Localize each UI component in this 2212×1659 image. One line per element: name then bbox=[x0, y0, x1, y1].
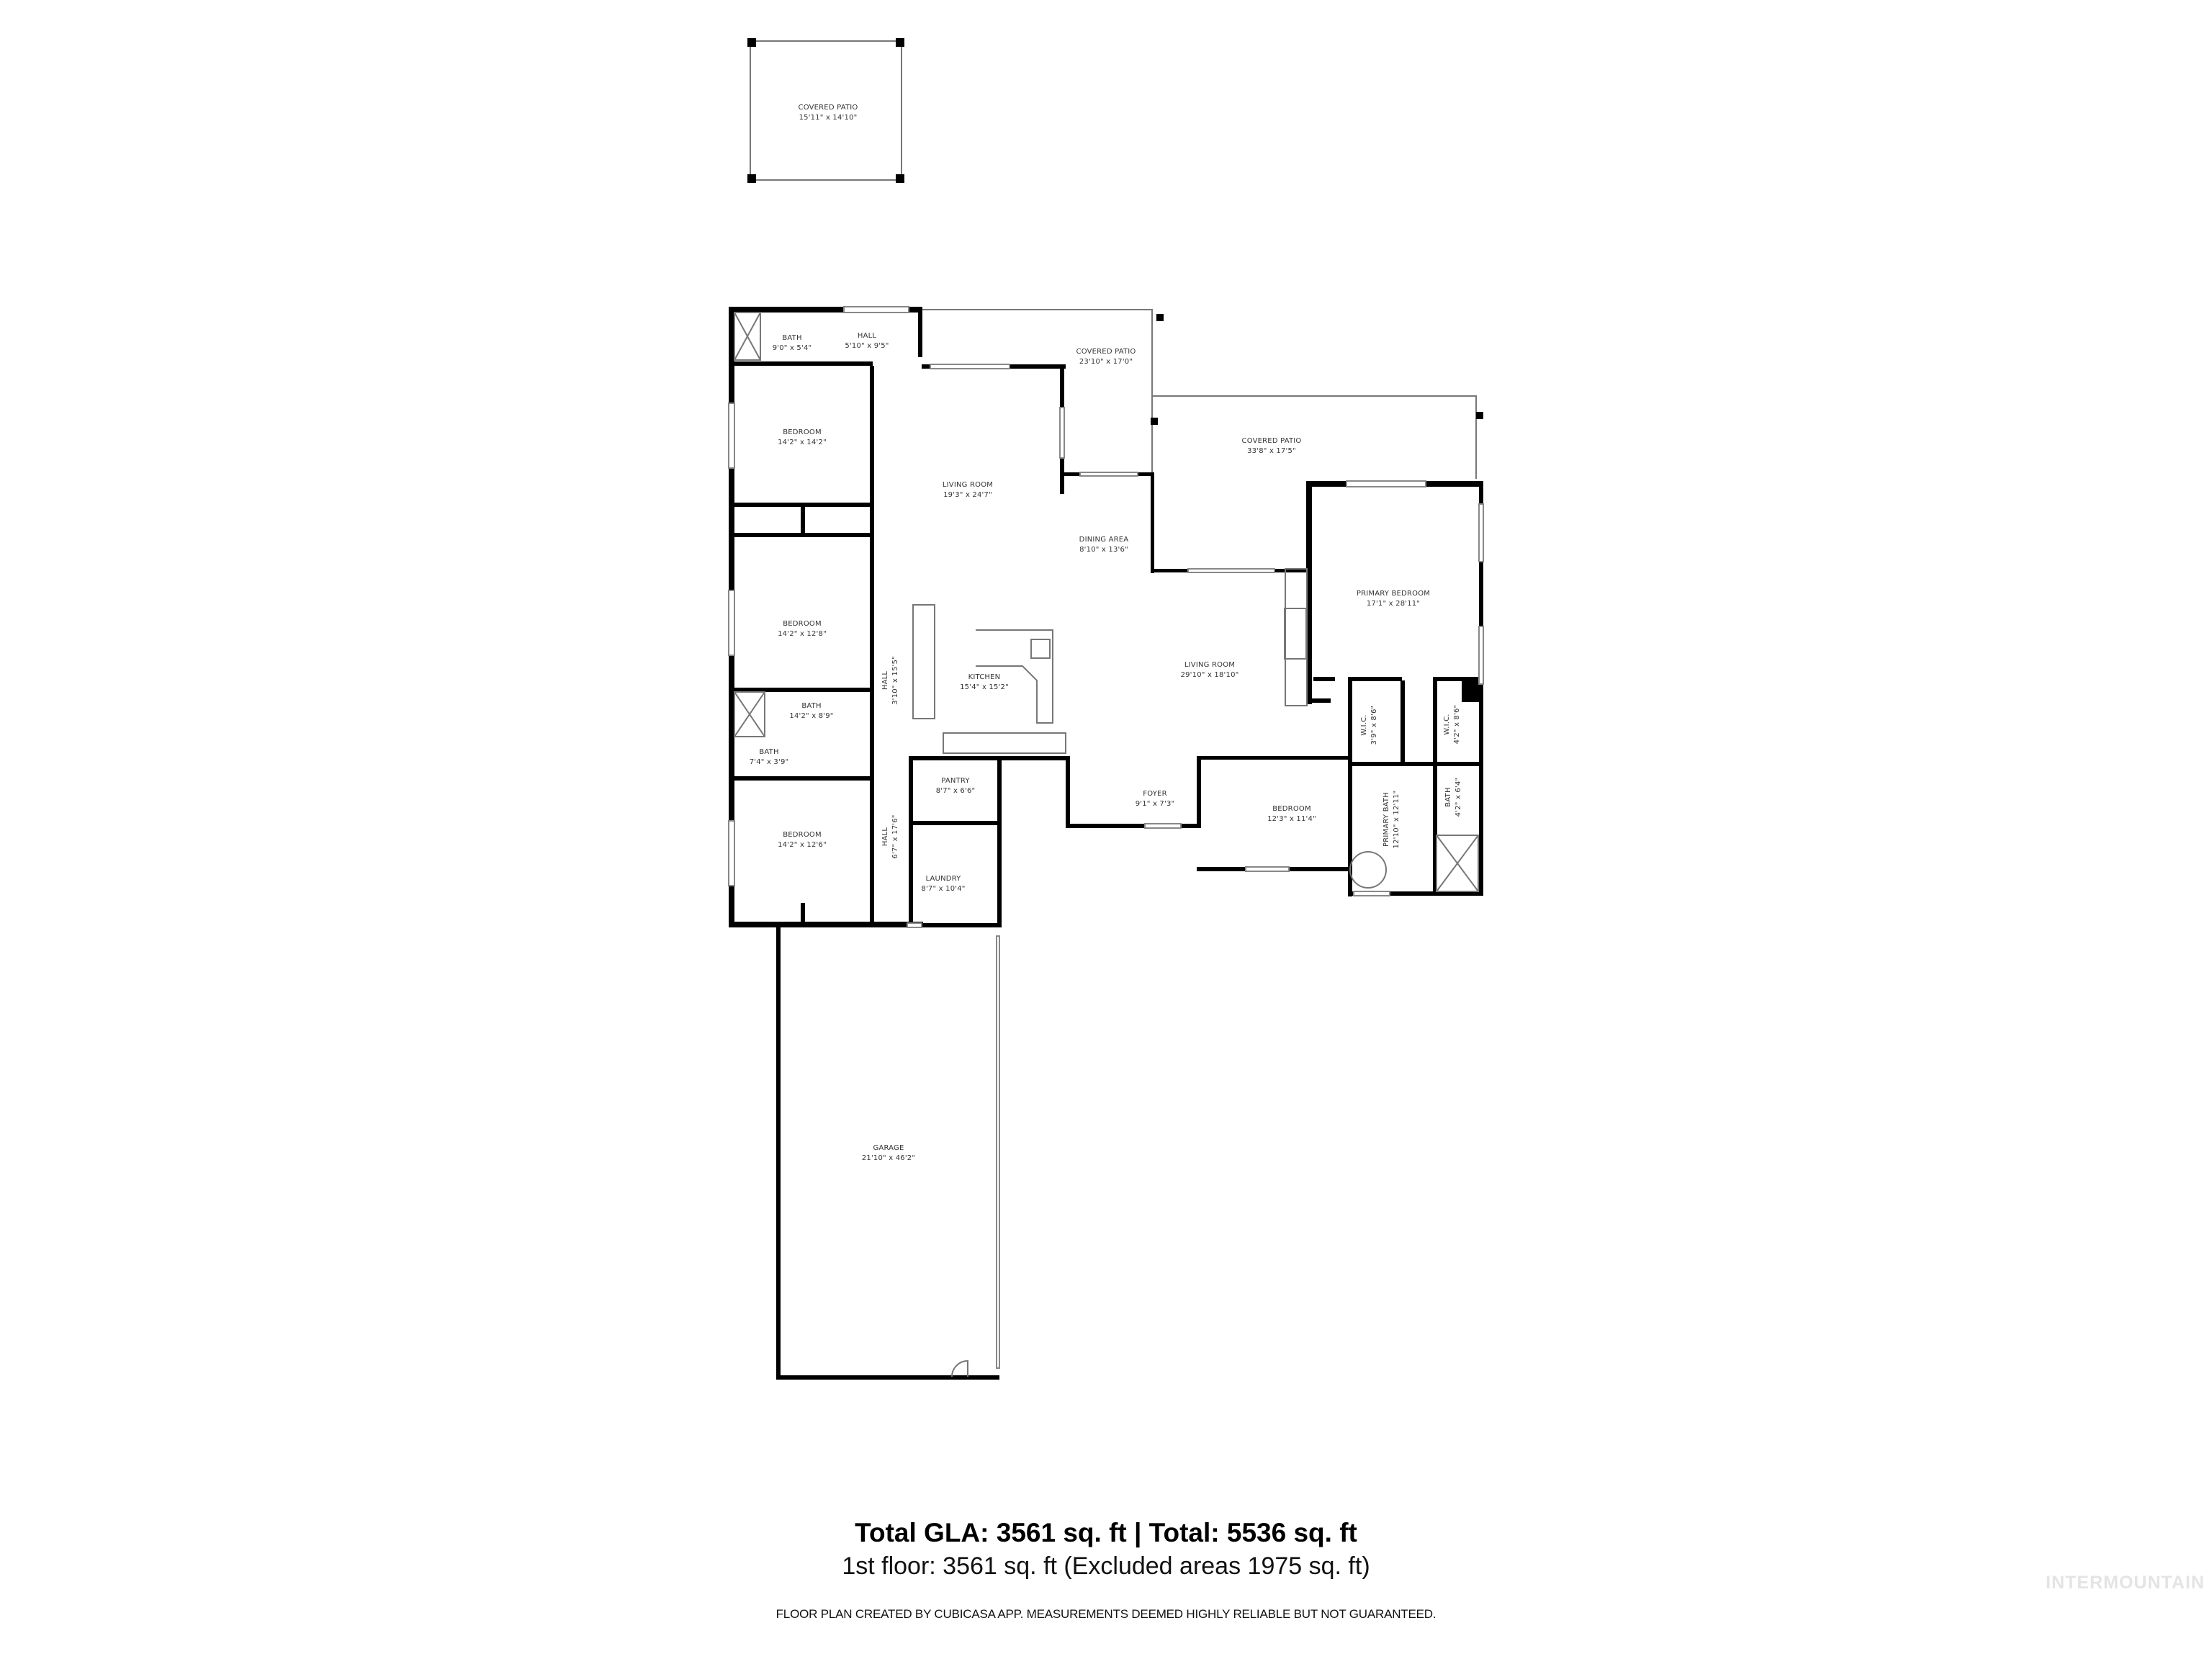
room-name: DINING AREA bbox=[1079, 536, 1129, 544]
room-name: GARAGE bbox=[873, 1144, 904, 1152]
room-size: 21'10" x 46'2" bbox=[861, 1154, 916, 1162]
room-size: 19'3" x 24'7" bbox=[943, 491, 992, 499]
room-name: COVERED PATIO bbox=[798, 104, 858, 112]
room-name: BEDROOM bbox=[783, 831, 822, 839]
room-size: 23'10" x 17'0" bbox=[1079, 358, 1133, 366]
room-label-kitchen: KITCHEN 15'4" x 15'2" bbox=[960, 673, 1009, 693]
room-name: PRIMARY BEDROOM bbox=[1356, 590, 1431, 598]
room-name: PANTRY bbox=[941, 777, 970, 785]
room-name: W.I.C. bbox=[1360, 714, 1368, 736]
room-size: 14'2" x 14'2" bbox=[778, 439, 827, 446]
room-label-living-room-1: LIVING ROOM 19'3" x 24'7" bbox=[943, 480, 993, 500]
room-name: BATH bbox=[801, 702, 822, 710]
room-name: COVERED PATIO bbox=[1076, 348, 1136, 356]
room-label-covered-patio-1: COVERED PATIO 15'11" x 14'10" bbox=[799, 103, 858, 123]
room-name: LIVING ROOM bbox=[1184, 661, 1236, 669]
room-label-garage: GARAGE 21'10" x 46'2" bbox=[862, 1143, 915, 1164]
room-size: 7'4" x 3'9" bbox=[749, 758, 789, 766]
room-size: 14'2" x 12'8" bbox=[778, 630, 827, 638]
room-size: 14'2" x 12'6" bbox=[778, 841, 827, 849]
room-size: 12'3" x 11'4" bbox=[1267, 815, 1316, 823]
room-name: LIVING ROOM bbox=[942, 481, 994, 489]
room-size: 12'10" x 12'11" bbox=[1393, 790, 1401, 849]
room-name: HALL bbox=[857, 332, 877, 340]
room-label-wic-1: W.I.C.3'9" x 8'6" bbox=[1359, 706, 1380, 745]
room-size: 17'1" x 28'11" bbox=[1366, 600, 1421, 608]
room-size: 6'7" x 17'6" bbox=[891, 814, 899, 859]
room-size: 9'0" x 5'4" bbox=[772, 344, 812, 352]
room-size: 33'8" x 17'5" bbox=[1247, 447, 1296, 455]
room-size: 3'9" x 8'6" bbox=[1370, 705, 1378, 745]
total-area-summary: Total GLA: 3561 sq. ft | Total: 5536 sq.… bbox=[855, 1518, 1357, 1547]
room-label-bath-1: BATH 9'0" x 5'4" bbox=[773, 333, 812, 354]
room-size: 5'10" x 9'5" bbox=[845, 342, 889, 350]
room-size: 15'11" x 14'10" bbox=[799, 114, 858, 122]
kitchen-fixtures bbox=[912, 568, 1335, 754]
room-size: 8'7" x 10'4" bbox=[921, 885, 966, 893]
room-name: BATH bbox=[1444, 787, 1452, 807]
room-name: KITCHEN bbox=[968, 673, 1001, 681]
room-label-dining-area: DINING AREA 8'10" x 13'6" bbox=[1079, 535, 1129, 555]
room-label-bedroom-2: BEDROOM 14'2" x 12'8" bbox=[778, 619, 827, 639]
windows bbox=[728, 306, 1484, 1369]
room-name: LAUNDRY bbox=[925, 875, 961, 883]
room-label-bath-3: BATH 7'4" x 3'9" bbox=[750, 747, 789, 768]
room-size: 8'10" x 13'6" bbox=[1079, 546, 1128, 554]
room-label-bedroom-4: BEDROOM 14'2" x 12'6" bbox=[778, 830, 827, 850]
room-name: HALL bbox=[881, 827, 889, 847]
room-label-hall-1: HALL 5'10" x 9'5" bbox=[845, 331, 889, 351]
room-name: HALL bbox=[881, 670, 889, 691]
room-size: 4'2" x 6'4" bbox=[1455, 777, 1462, 817]
room-size: 15'4" x 15'2" bbox=[960, 683, 1009, 691]
room-name: BATH bbox=[759, 748, 779, 756]
room-label-covered-patio-2: COVERED PATIO 23'10" x 17'0" bbox=[1076, 347, 1136, 367]
detached-patio bbox=[747, 38, 904, 183]
disclaimer: FLOOR PLAN CREATED BY CUBICASA APP. MEAS… bbox=[775, 1607, 1437, 1621]
room-name: W.I.C. bbox=[1443, 714, 1451, 735]
room-name: BEDROOM bbox=[1272, 805, 1311, 813]
room-label-bath-2: BATH 14'2" x 8'9" bbox=[789, 701, 833, 721]
room-label-primary-bedroom: PRIMARY BEDROOM 17'1" x 28'11" bbox=[1357, 589, 1430, 609]
room-size: 14'2" x 8'9" bbox=[789, 712, 834, 720]
room-label-living-room-2: LIVING ROOM 29'10" x 18'10" bbox=[1181, 660, 1239, 680]
room-name: PRIMARY BATH bbox=[1382, 792, 1390, 847]
room-label-pantry: PANTRY 8'7" x 6'6" bbox=[936, 776, 976, 796]
room-name: BATH bbox=[782, 334, 802, 342]
room-name: COVERED PATIO bbox=[1241, 437, 1302, 445]
walls bbox=[729, 307, 1483, 1380]
room-name: BEDROOM bbox=[783, 620, 822, 628]
room-label-bedroom-3: BEDROOM 12'3" x 11'4" bbox=[1267, 804, 1316, 824]
room-size: 29'10" x 18'10" bbox=[1180, 671, 1239, 679]
watermark-logo: INTERMOUNTAIN bbox=[2046, 1573, 2205, 1593]
room-size: 4'2" x 8'6" bbox=[1453, 704, 1461, 745]
room-label-laundry: LAUNDRY 8'7" x 10'4" bbox=[921, 874, 965, 894]
room-size: 8'7" x 6'6" bbox=[935, 787, 976, 795]
room-label-covered-patio-3: COVERED PATIO 33'8" x 17'5" bbox=[1242, 436, 1302, 457]
room-name: FOYER bbox=[1143, 790, 1167, 798]
floor-area-summary: 1st floor: 3561 sq. ft (Excluded areas 1… bbox=[842, 1552, 1370, 1580]
room-size: 9'1" x 7'3" bbox=[1135, 800, 1175, 808]
room-label-bedroom-1: BEDROOM 14'2" x 14'2" bbox=[778, 428, 827, 448]
room-label-wic-2: W.I.C.4'2" x 8'6" bbox=[1442, 705, 1462, 745]
room-name: BEDROOM bbox=[783, 428, 822, 436]
room-label-foyer: FOYER 9'1" x 7'3" bbox=[1136, 789, 1175, 809]
room-size: 3'10" x 15'5" bbox=[891, 656, 899, 705]
